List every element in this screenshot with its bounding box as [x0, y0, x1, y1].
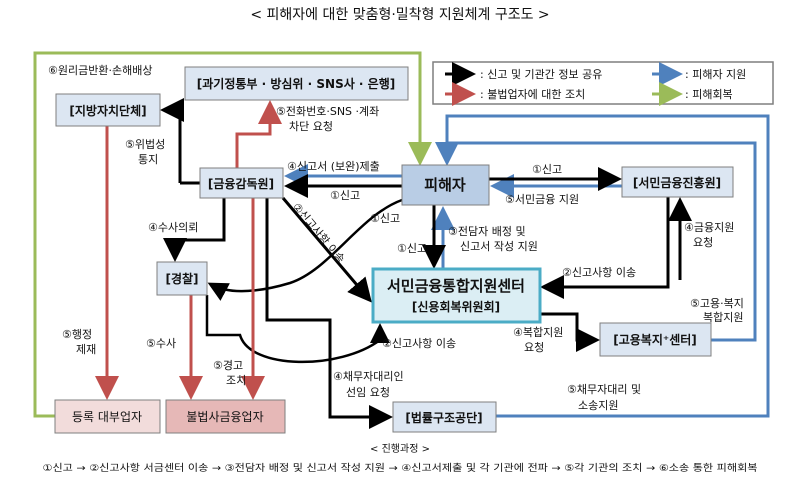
box-fss: [금융감독원]	[199, 167, 284, 199]
black-fss-to-local	[166, 110, 200, 185]
black-fss-to-police	[163, 198, 226, 262]
blue-legal-aid-line	[435, 114, 770, 418]
label-debtor-agent-2: 선임 요청	[346, 386, 390, 399]
black-kinfa-to-center	[540, 197, 670, 299]
box-ministry: [과기정통부 · 방심위 · SNS사 · 은행]	[184, 66, 409, 101]
box-ministry-label: [과기정통부 · 방심위 · SNS사 · 은행]	[197, 76, 395, 91]
legend-green: : 피해회복	[685, 87, 733, 101]
box-center-label: 서민금융통합지원센터	[387, 277, 525, 295]
label-transfer-kinfa: ②신고사항 이송	[562, 266, 636, 279]
legend-red: : 불법업자에 대한 조치	[480, 88, 585, 101]
label-emp-support-2: 복합지원	[703, 311, 743, 324]
box-local-gov-label: [지방자치단체]	[69, 103, 146, 118]
green-recovery-line	[33, 51, 432, 418]
black-center-to-employment	[540, 312, 600, 352]
box-police-label: [경찰]	[165, 271, 198, 286]
label-litigation-2: 소송지원	[578, 399, 618, 412]
legend-black: : 신고 및 기관간 정보 공유	[480, 68, 602, 81]
label-block-2: 차단 요청	[289, 120, 333, 133]
label-assign-1: ③전담자 배정 및	[448, 225, 526, 238]
label-illegal-notice-1: ⑤위법성	[125, 138, 165, 151]
red-block-request	[235, 100, 282, 168]
label-complex-req-1: ④복합지원	[513, 326, 563, 339]
box-center: 서민금융통합지원센터 [신용회복위원회]	[371, 267, 542, 324]
box-legal-aid-label: [법률구조공단]	[405, 410, 482, 425]
box-illegal-lender: 불법사금융업자	[165, 399, 286, 434]
label-debtor-agent-1: ④채무자대리인	[333, 370, 404, 383]
legend: : 신고 및 기관간 정보 공유 : 피해자 지원 : 불법업자에 대한 조치 …	[432, 61, 774, 106]
box-kinfa-label: [서민금융진흥원]	[633, 175, 721, 190]
process-heading: < 진행과정 >	[370, 443, 430, 455]
label-litigation-1: ⑤채무자대리 및	[567, 383, 641, 396]
box-local-gov: [지방자치단체]	[55, 93, 161, 127]
box-registered-lender: 등록 대부업자	[54, 399, 161, 434]
diagram-title: < 피해자에 대한 맞춤형·밀착형 지원체계 구조도 >	[250, 7, 549, 23]
box-kinfa: [서민금융진흥원]	[621, 166, 734, 198]
box-victim: 피해자	[401, 164, 490, 206]
process-steps: ①신고 → ②신고사항 서금센터 이송 → ③전담자 배정 및 신고서 작성 지…	[43, 462, 758, 474]
label-report-police: ①신고	[370, 212, 400, 225]
label-report-fss: ①신고	[330, 189, 360, 202]
box-illegal-lender-label: 불법사금융업자	[186, 410, 263, 424]
box-legal-aid: [법률구조공단]	[392, 401, 497, 433]
box-employment-label: [고용복지⁺센터]	[613, 332, 697, 347]
label-investigation-req: ④수사의뢰	[148, 221, 198, 234]
blue-employment-line	[447, 141, 757, 342]
label-complex-req-2: 요청	[524, 341, 544, 354]
label-recovery: ⑥원리금반환·손해배상	[48, 63, 152, 77]
label-admin-1: ⑤행정	[62, 328, 92, 341]
label-illegal-notice-2: 통지	[138, 153, 158, 166]
box-victim-label: 피해자	[424, 176, 466, 194]
black-fss-to-legal	[265, 198, 393, 429]
black-fss-diag	[281, 197, 372, 303]
box-employment: [고용복지⁺센터]	[599, 322, 712, 357]
label-submit: ④신고서 (보완)제출	[287, 160, 380, 173]
label-financial-req-1: ④금융지원	[684, 221, 734, 234]
box-fss-label: [금융감독원]	[208, 176, 274, 191]
label-report-center: ①신고	[397, 242, 427, 255]
box-center-sublabel: [신용회복위원회]	[412, 299, 500, 314]
label-warning-2: 조치	[226, 374, 246, 387]
label-transfer-police: ②신고사항 이송	[382, 337, 456, 350]
label-transfer-diag: ②신고사항 이송	[290, 201, 348, 266]
box-registered-lender-label: 등록 대부업자	[72, 410, 142, 424]
box-police: [경찰]	[156, 261, 208, 296]
black-police-to-center	[205, 295, 390, 364]
black-victim-to-police	[207, 198, 403, 301]
label-admin-2: 제재	[76, 343, 96, 356]
label-report-kinfa: ①신고	[532, 163, 562, 176]
label-block-1: ⑤전화번호·SNS ·계좌	[276, 105, 379, 118]
label-assign-2: 신고서 작성 지원	[460, 240, 538, 253]
label-financial-req-2: 요청	[693, 236, 713, 249]
legend-blue: : 피해자 지원	[685, 67, 746, 81]
label-warning-1: ⑤경고	[213, 359, 243, 372]
label-emp-support-1: ⑤고용·복지	[690, 297, 744, 310]
label-kinfa-support: ⑤서민금융 지원	[505, 193, 579, 206]
label-investigate: ⑤수사	[146, 337, 176, 350]
